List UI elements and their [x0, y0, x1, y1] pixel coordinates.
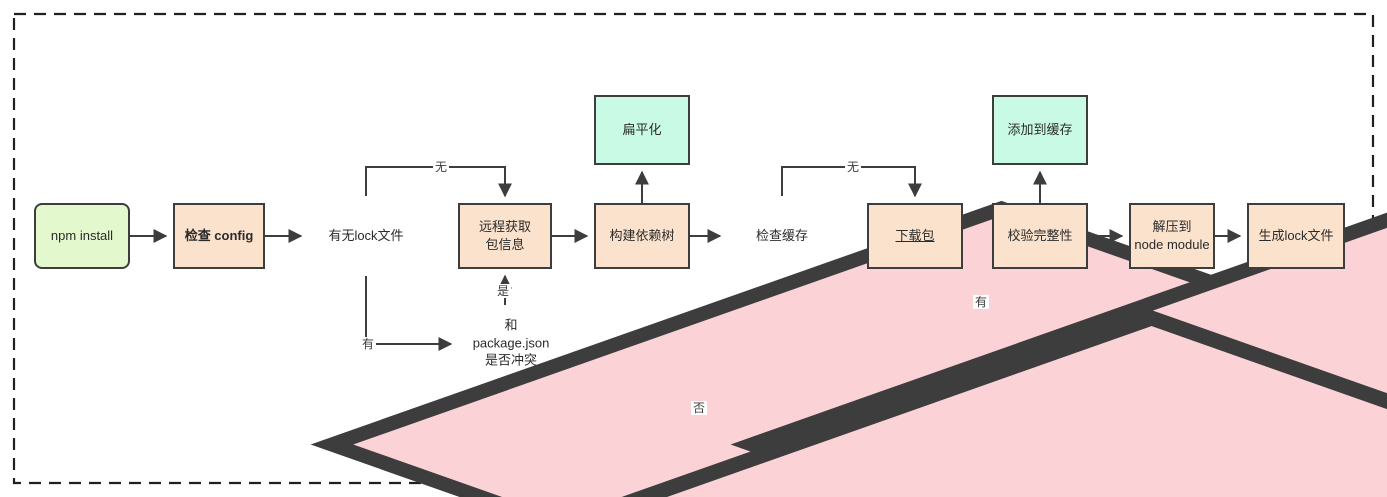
- edge-label-has-lock-yes: 有: [359, 337, 377, 351]
- node-fetch-remote-package-info[interactable]: 远程获取 包信息: [458, 203, 552, 269]
- node-flatten[interactable]: 扁平化: [594, 95, 690, 165]
- node-check-cache[interactable]: 检查缓存: [727, 196, 1387, 497]
- node-unpack-to-node-modules[interactable]: 解压到 node module: [1129, 203, 1215, 269]
- node-check-config[interactable]: 检查 config: [173, 203, 265, 269]
- edge-label-has-lock-no: 无: [432, 160, 450, 174]
- node-label: 检查缓存: [755, 228, 809, 244]
- node-verify-integrity[interactable]: 校验完整性: [992, 203, 1088, 269]
- node-build-dependency-tree[interactable]: 构建依赖树: [594, 203, 690, 269]
- node-has-lock-file[interactable]: 有无lock文件: [308, 196, 1387, 497]
- node-label: 构建依赖树: [609, 228, 675, 244]
- node-label: 检查 config: [184, 228, 254, 244]
- diamond-shape: [621, 310, 1387, 497]
- node-label: npm install: [50, 228, 114, 244]
- node-label: 生成lock文件: [1258, 228, 1334, 244]
- node-label: 和package.json 是否冲突: [472, 317, 550, 368]
- node-generate-lock-file[interactable]: 生成lock文件: [1247, 203, 1345, 269]
- node-download-package[interactable]: 下载包: [867, 203, 963, 269]
- node-conflict-with-package-json[interactable]: 和package.json 是否冲突: [458, 305, 1387, 497]
- edge-label-check-cache-hit: 有: [972, 295, 990, 309]
- edge-label-check-cache-no: 无: [844, 160, 862, 174]
- node-label: 下载包: [895, 228, 935, 244]
- node-add-to-cache[interactable]: 添加到缓存: [992, 95, 1088, 165]
- node-label: 扁平化: [622, 122, 662, 138]
- edge-label-conflict-yes: 是: [494, 284, 512, 298]
- node-label: 校验完整性: [1007, 228, 1073, 244]
- node-npm-install[interactable]: npm install: [34, 203, 130, 269]
- node-label: 远程获取 包信息: [478, 219, 531, 252]
- node-label: 解压到 node module: [1134, 219, 1210, 252]
- node-label: 添加到缓存: [1007, 122, 1073, 138]
- edge-label-conflict-no: 否: [690, 401, 708, 415]
- node-label: 有无lock文件: [328, 228, 404, 244]
